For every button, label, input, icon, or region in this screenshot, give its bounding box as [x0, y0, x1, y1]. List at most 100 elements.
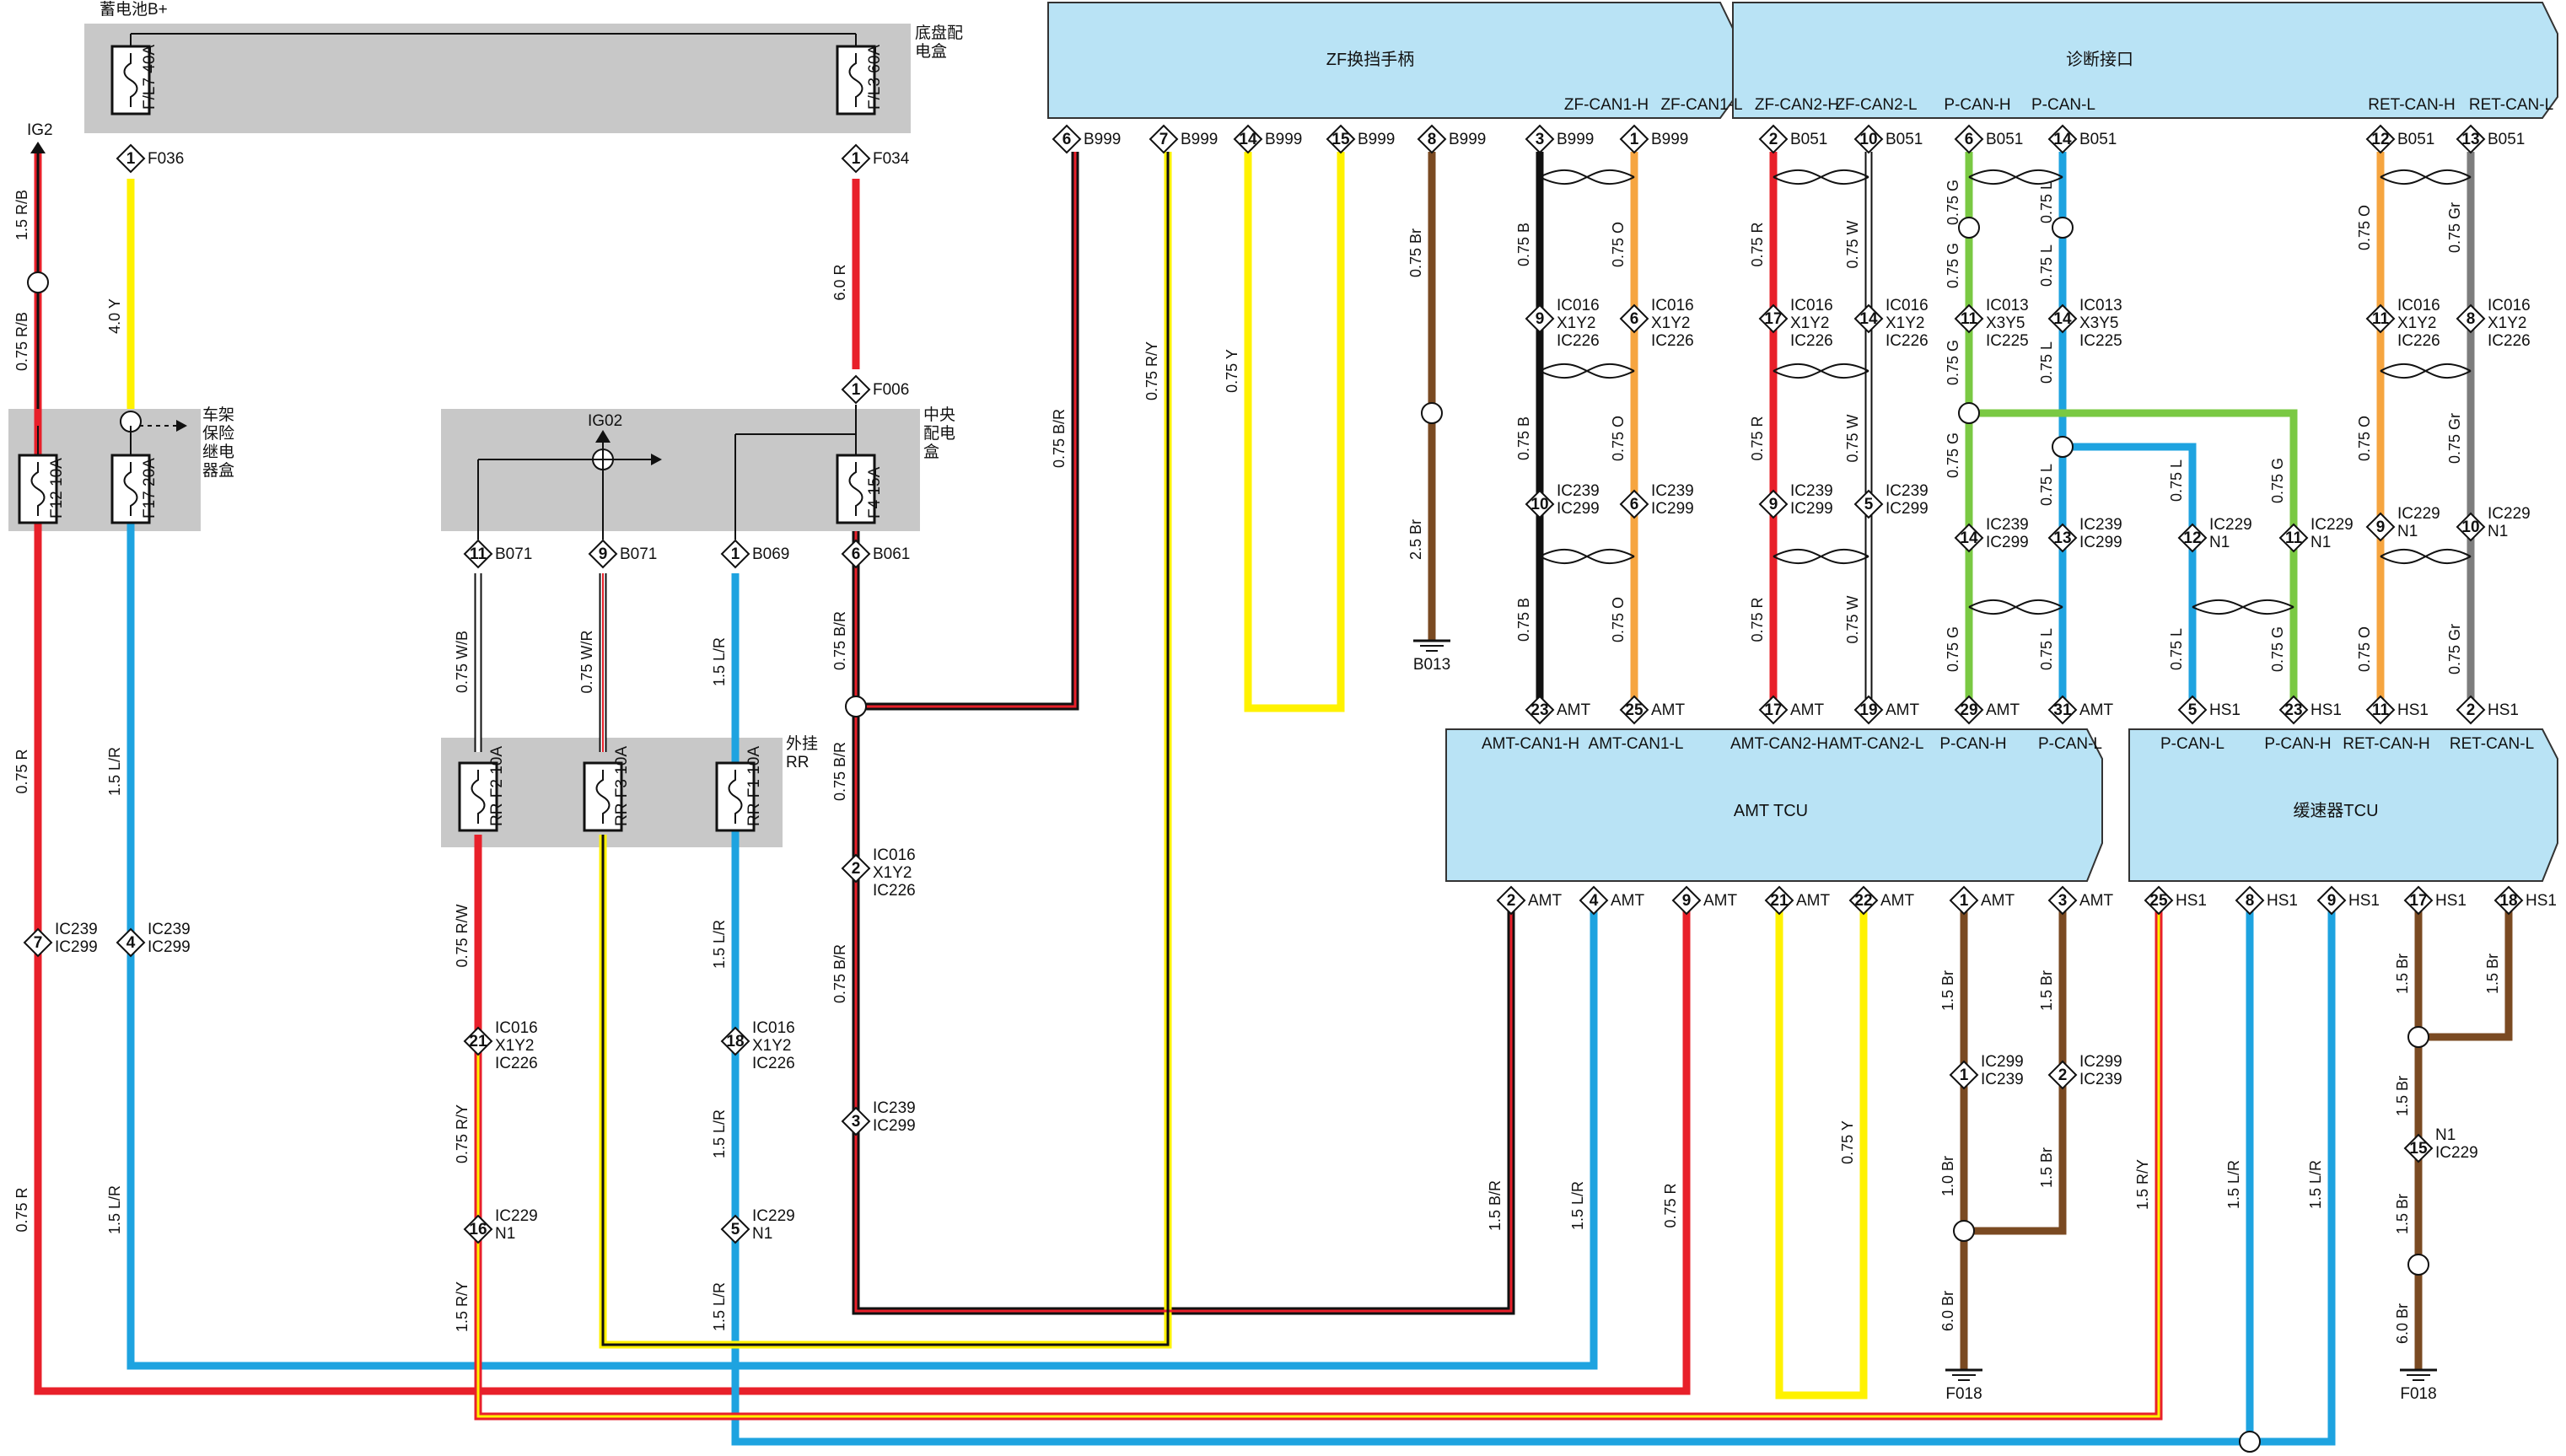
splice-11 [2407, 1254, 2429, 1276]
connector-label: IC239 [1986, 516, 2029, 534]
wire-gauge-label: 0.75 G [1945, 626, 1961, 672]
twist-1-1-b [1773, 363, 1869, 379]
wire-gauge-label: 0.75 R [13, 1187, 30, 1232]
connector-label: N1 [2397, 523, 2418, 540]
connector-label: IC016 [1885, 297, 1929, 314]
central-box-label: 中央配电盒 [923, 406, 955, 461]
wire-gauge-label: 0.75 L [2038, 244, 2055, 287]
connector-label: IC225 [2079, 332, 2122, 350]
pin-number: 21 [1770, 892, 1789, 910]
pin-number: 1 [852, 381, 861, 399]
wire-gauge-label: 0.75 G [1945, 433, 1961, 478]
pin-number: 29 [1960, 701, 1977, 719]
wire-gauge-label: 1.5 L/R [711, 1109, 728, 1158]
connector-diamond-icon [1525, 304, 1555, 334]
connector-label: F006 [873, 381, 909, 399]
zf-diag-signal-label: ZF-CAN1-L [1660, 96, 1742, 114]
connector-label: IC299 [1981, 1053, 2024, 1071]
pin-number: 14 [2053, 310, 2072, 328]
ground-label: B013 [1413, 656, 1450, 674]
wire-gauge-label: 0.75 R [13, 749, 30, 793]
twist-0-1-b [1539, 363, 1635, 379]
connector-diamond-icon [841, 1106, 871, 1136]
chassis-box-label: 底盘配电盒 [915, 24, 963, 61]
connector-diamond-icon [2403, 1133, 2434, 1163]
connector-label: IC229 [752, 1207, 795, 1225]
connector-label: X1Y2 [752, 1037, 791, 1055]
pin-number: 10 [2461, 518, 2479, 536]
connector-label: IC299 [1651, 500, 1694, 518]
pin-number: 9 [2376, 518, 2386, 536]
connector-label: IC239 [1981, 1071, 2024, 1088]
connector-diamond-icon [1525, 124, 1555, 154]
connector-label: IC016 [2397, 297, 2440, 314]
pin-number: 14 [1859, 310, 1878, 328]
connector-diamond-icon [2365, 124, 2396, 154]
fuse-fuse_f17: F17 20A [110, 454, 159, 524]
twist-2-1-b [1968, 599, 2063, 615]
connector-diamond-icon [2316, 885, 2347, 916]
connector-diamond-icon [1233, 124, 1263, 154]
connector-label: B999 [1181, 131, 1218, 148]
pin-number: 2 [1769, 131, 1778, 148]
pin-number: 4 [1590, 892, 1599, 910]
connector-label: IC239 [1885, 482, 1929, 500]
w-amt-yellow-loop [1775, 904, 1868, 1400]
pin-number: 11 [2285, 529, 2303, 547]
wire-gauge-label: 0.75 R [1749, 416, 1766, 460]
connector-label: IC239 [2079, 1071, 2122, 1088]
retarder-tcu-box [2128, 728, 2558, 882]
amt-signal-label: AMT-CAN1-L [1589, 735, 1684, 753]
connector-label: B999 [1557, 131, 1594, 148]
wire-gauge-label: 1.0 Br [1939, 1156, 1956, 1196]
wire-gauge-label: 0.75 G [1945, 243, 1961, 288]
wire-gauge-label: 0.75 B [1515, 416, 1532, 460]
stripe-2 [856, 152, 1077, 708]
wire-gauge-label: 0.75 Gr [2446, 413, 2463, 464]
stripe-1 [854, 531, 1513, 1313]
wire-gauge-label: 1.5 L/R [2307, 1160, 2324, 1209]
wire-gauge-label: 0.75 W/B [454, 631, 471, 693]
fuse-fuse_fl3_60: F/L3 60A [836, 45, 884, 116]
connector-diamond-icon [2235, 885, 2265, 916]
pin-number: 6 [1630, 496, 1639, 513]
fuse-label: RR-F3 10A [613, 746, 631, 826]
wire-gauge-label: 0.75 W [1844, 414, 1861, 462]
connector-label: B051 [1885, 131, 1923, 148]
pin-number: 12 [2183, 529, 2201, 547]
connector-diamond-icon [1619, 489, 1649, 519]
fuse-label: RR-F1 10A [745, 746, 763, 826]
connector-label: B051 [2488, 131, 2525, 148]
fuse-fuse_rrf2: RR-F2 10A [458, 746, 506, 832]
pin-number: 3 [2058, 892, 2068, 910]
connector-diamond-icon [1525, 695, 1555, 725]
pin-number: 9 [2327, 892, 2337, 910]
connector-label: X1Y2 [1885, 314, 1924, 332]
connector-label: IC226 [2397, 332, 2440, 350]
zf-shifter-title: ZF换挡手柄 [1326, 50, 1414, 69]
connector-label: HS1 [2267, 892, 2298, 910]
wire-gauge-label: 0.75 O [2356, 626, 2373, 672]
connector-label: IC016 [1651, 297, 1694, 314]
connector-label: IC016 [1790, 297, 1833, 314]
connector-label: X1Y2 [1651, 314, 1690, 332]
twist-0-2-b [1539, 548, 1635, 565]
pin-number: 25 [1625, 701, 1643, 719]
twist-3-1-b [2380, 363, 2472, 379]
connector-label: B071 [620, 545, 657, 563]
fuse-fuse_f4: F4 15A [836, 454, 884, 524]
